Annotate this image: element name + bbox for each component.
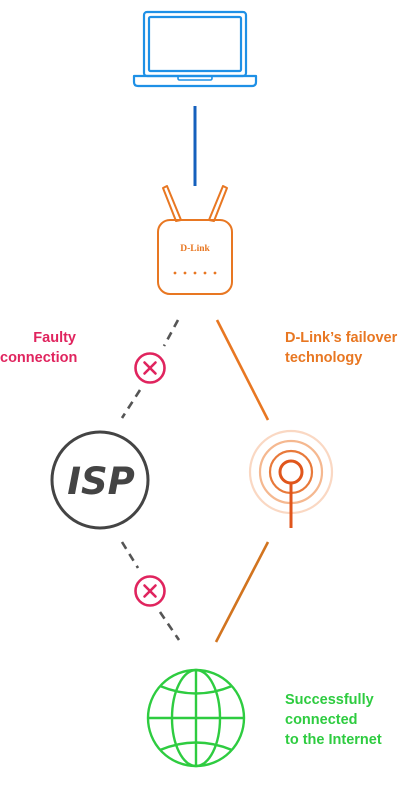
router-brand: D-Link — [180, 244, 210, 254]
isp-label: ISP — [67, 460, 135, 503]
router-icon: D-Link — [157, 185, 233, 295]
faulty-line-upper-b — [120, 389, 142, 419]
faulty-line-lower-a — [120, 541, 140, 569]
isp-icon: ISP — [50, 430, 150, 530]
globe-icon — [146, 668, 246, 768]
close-circle-icon — [134, 352, 166, 384]
success-label: Successfully connected to the Internet — [285, 690, 400, 750]
faulty-connection-label: Faulty connection — [0, 328, 78, 368]
failover-line-upper — [215, 319, 270, 421]
faulty-line-lower-b — [158, 611, 181, 641]
success-label-line-3: to the Internet — [285, 732, 382, 748]
faulty-label-line-2: connection — [0, 350, 78, 366]
faulty-line-upper-a — [162, 319, 180, 347]
cell-tower-icon — [248, 429, 334, 528]
failover-line-lower — [214, 541, 270, 643]
failover-technology-label: D-Link’s failover technology — [285, 328, 400, 368]
router-leds — [173, 271, 217, 275]
failover-label-line-1: D-Link’s failover — [285, 330, 398, 346]
close-circle-icon — [134, 575, 166, 607]
failover-label-line-2: technology — [285, 350, 363, 366]
faulty-label-line-1: Faulty — [33, 330, 76, 346]
success-label-line-2: connected — [285, 712, 358, 728]
success-label-line-1: Successfully — [285, 692, 374, 708]
laptop-icon — [132, 10, 258, 88]
